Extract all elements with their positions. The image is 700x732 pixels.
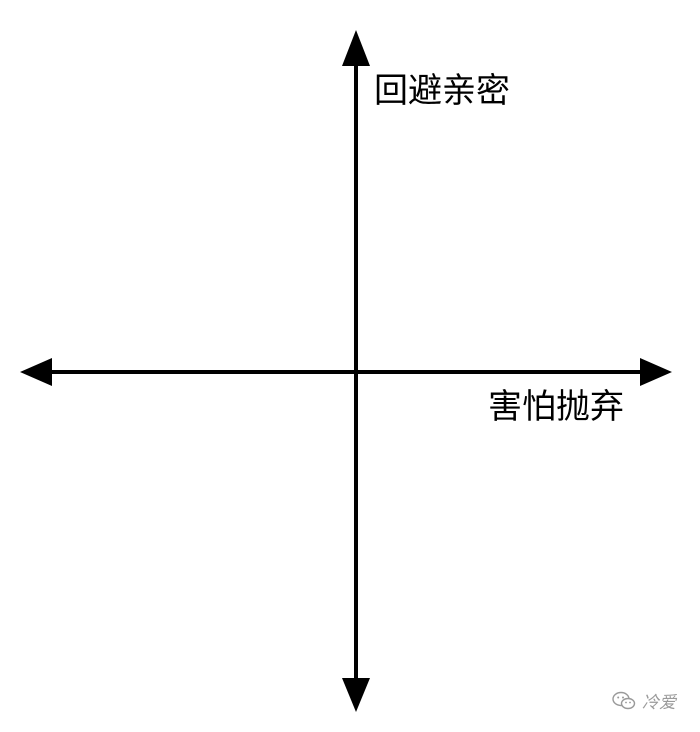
horizontal-axis-label: 害怕抛弃: [488, 387, 624, 427]
horizontal-axis-right-arrow: [640, 358, 672, 386]
vertical-axis-label: 回避亲密: [374, 71, 510, 111]
wechat-icon: [612, 691, 636, 709]
vertical-axis-bottom-arrow: [342, 678, 370, 712]
vertical-axis-top-arrow: [342, 30, 370, 66]
watermark: 冷爱: [612, 688, 676, 713]
watermark-text: 冷爱: [642, 693, 676, 713]
horizontal-axis-left-arrow: [20, 358, 52, 386]
